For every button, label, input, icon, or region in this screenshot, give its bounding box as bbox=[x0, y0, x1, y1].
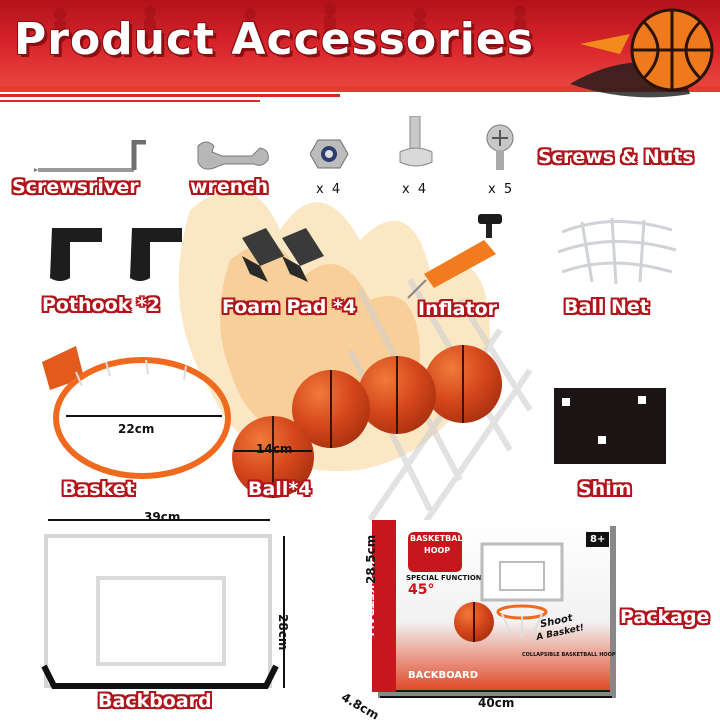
package-backboard-word: BACKBOARD bbox=[408, 670, 479, 681]
backboard-icon bbox=[41, 519, 285, 689]
package-brand-badge bbox=[408, 532, 462, 572]
header-stripe bbox=[0, 94, 340, 97]
package-collapsible: COLLAPSIBLE BASKETBALL HOOP bbox=[522, 652, 616, 658]
screwdriver-icon bbox=[34, 140, 146, 172]
shim-label: Shim bbox=[578, 478, 632, 500]
ball-net-icon bbox=[557, 217, 677, 285]
screw-icon bbox=[486, 124, 514, 170]
package-width: 40cm bbox=[478, 696, 515, 710]
package-brand-line2: HOOP bbox=[424, 546, 451, 555]
page-title: Product Accessories bbox=[14, 14, 534, 65]
package-angle: 45° bbox=[408, 582, 435, 598]
basketball bbox=[232, 416, 314, 498]
package-hoop-image bbox=[480, 542, 564, 638]
header-banner: Product Accessories bbox=[0, 0, 720, 110]
shim-icon bbox=[554, 388, 666, 464]
backboard-width: 39cm bbox=[144, 510, 181, 524]
bolt-icon bbox=[399, 116, 433, 167]
package-special: SPECIAL FUNCTION bbox=[406, 574, 482, 582]
screw-quantity: x 5 bbox=[488, 182, 515, 197]
wrench-icon bbox=[197, 141, 269, 170]
basketball bbox=[424, 345, 502, 423]
inflator-icon bbox=[407, 214, 502, 299]
nut-icon bbox=[310, 139, 349, 169]
header-stripe bbox=[0, 86, 720, 92]
screws-nuts-label: Screws & Nuts bbox=[538, 146, 694, 168]
pothook-label: Pothook *2 bbox=[42, 294, 161, 316]
ball-net-label: Ball Net bbox=[564, 296, 649, 318]
ball-dimension-line bbox=[234, 450, 312, 452]
header-stripe bbox=[0, 100, 260, 102]
nut-quantity: x 4 bbox=[316, 182, 343, 197]
basket-dimension: 22cm bbox=[118, 422, 155, 436]
player-silhouettes bbox=[54, 4, 526, 42]
ball-dimension: 14cm bbox=[256, 442, 293, 456]
basket-label: Basket bbox=[62, 478, 135, 500]
foam-pad-label: Foam Pad *4 bbox=[222, 296, 357, 318]
package-width-line bbox=[380, 696, 612, 698]
backboard-label: Backboard bbox=[98, 690, 212, 712]
package-basketball bbox=[454, 602, 494, 642]
bolt-quantity: x 4 bbox=[402, 182, 429, 197]
package-label: Package bbox=[620, 606, 710, 628]
wrench-label: wrench bbox=[190, 176, 269, 198]
basketball bbox=[358, 356, 436, 434]
backboard-height: 28cm bbox=[276, 614, 290, 651]
package-height: 28.5cm bbox=[364, 534, 378, 584]
screwdriver-label: Screwsriver bbox=[12, 176, 139, 198]
package-brand-line1: BASKETBALL bbox=[410, 534, 468, 543]
inflator-label: Inflator bbox=[418, 298, 498, 320]
package-side bbox=[372, 520, 396, 692]
pothook-icon bbox=[50, 228, 182, 281]
basket-hoop-icon bbox=[42, 346, 231, 479]
basketball-logo bbox=[570, 8, 714, 98]
foam-pad-icon bbox=[242, 228, 324, 282]
package-box: BASKETBALL BASKETBALL HOOP SPECIAL FUNCT… bbox=[363, 520, 616, 692]
package-age: 8+ bbox=[586, 532, 610, 547]
balls-label: Ball*4 bbox=[248, 478, 312, 500]
